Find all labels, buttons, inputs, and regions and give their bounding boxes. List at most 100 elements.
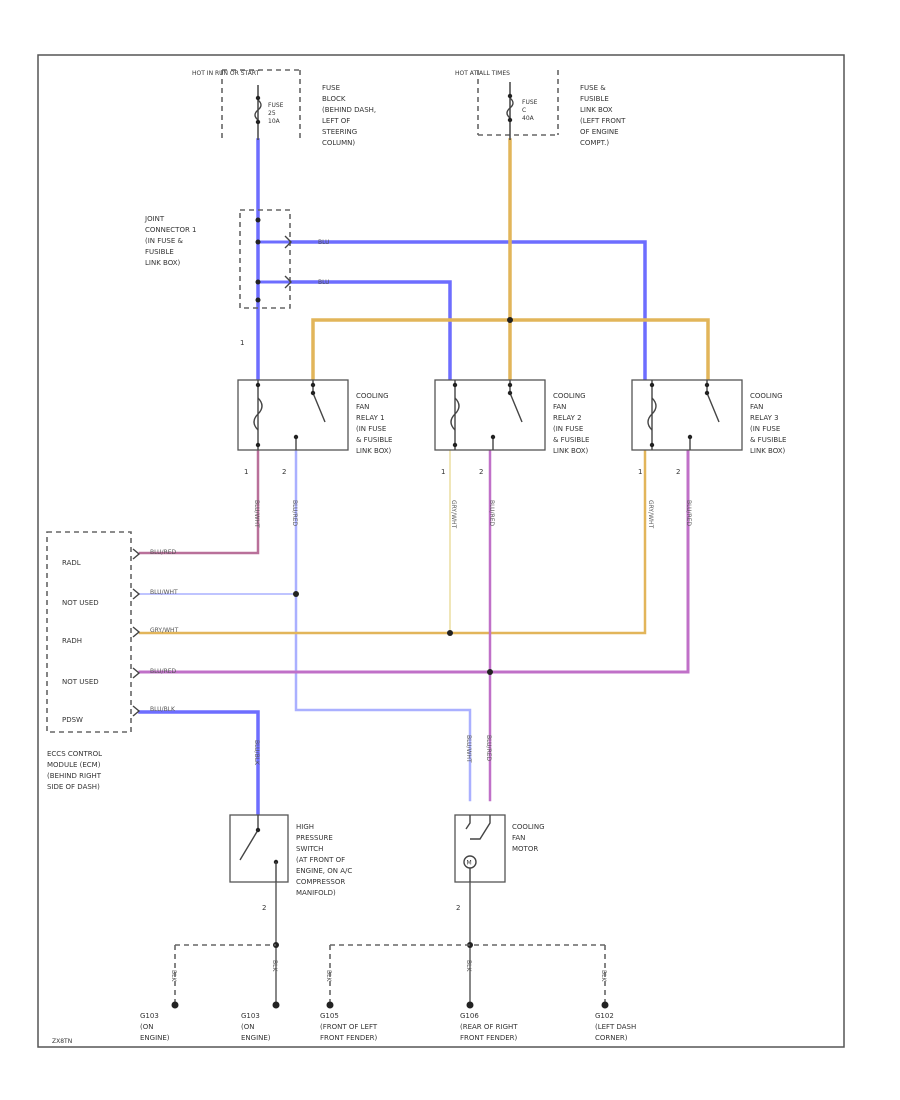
joint-wire-2-label: BLU [318, 279, 330, 286]
motor-label-line: MOTOR [512, 845, 538, 853]
relay-label-line: COOLING [750, 392, 783, 400]
ground-label-line: CORNER) [595, 1034, 628, 1042]
wire-relay1-radl [138, 448, 260, 555]
fuse-block-label-line: FUSE [322, 84, 340, 92]
ecm-pin-name: NOT USED [62, 678, 99, 686]
joint-label-line: JOINT [144, 215, 165, 223]
relay-pin-a: 1 [638, 468, 642, 476]
pressure-switch-label-line: (AT FRONT OF [296, 856, 345, 864]
ground-wire-label: BLK [600, 970, 607, 982]
relay-label-line: FAN [750, 403, 763, 411]
motor-label-line: FAN [512, 834, 525, 842]
diagram-frame [37, 54, 845, 1048]
pressure-switch-label-line: ENGINE, ON A/C [296, 867, 352, 875]
joint-wire-1-label: BLU [318, 239, 330, 246]
relay-label-line: LINK BOX) [553, 447, 589, 455]
ground-label-line: (LEFT DASH [595, 1023, 636, 1031]
wire-pdsw [138, 710, 260, 817]
motor-label-line: COOLING [512, 823, 545, 831]
ground-label-line: ENGINE) [241, 1034, 271, 1042]
pressure-switch-label-line: MANIFOLD) [296, 889, 336, 897]
fusible-link-box-label-line: FUSE & [580, 84, 606, 92]
motor-pin-label: 2 [456, 904, 460, 912]
ecm-label-line: (BEHIND RIGHT [47, 772, 102, 780]
ecm-pin-name: RADH [62, 637, 82, 645]
fuse-block-label-line: COLUMN) [322, 139, 355, 147]
fusible-link-box-label-line: FUSIBLE [580, 95, 609, 103]
ground-icon [601, 1001, 609, 1009]
switch-pin-label: 2 [262, 904, 266, 912]
wire-joint-to-relay3 [288, 240, 647, 387]
ecm-pin: RADL BLU/RED [62, 548, 177, 567]
relay-label-line: RELAY 3 [750, 414, 779, 422]
wire-joint-to-relay2 [288, 280, 452, 387]
relay-coil [450, 397, 460, 431]
fuse-c: HOT AT ALL TIMES FUSE C 40A FUSE & FUSIBL… [455, 70, 626, 147]
relay-label-line: LINK BOX) [356, 447, 392, 455]
relay-wire-labels: GRY/WHT BLU/RED [450, 500, 495, 529]
joint-label-line: FUSIBLE [145, 248, 174, 256]
relay-label-line: & FUSIBLE [750, 436, 786, 444]
ground-label-line: G103 [140, 1012, 159, 1020]
ground-label-line: G103 [241, 1012, 260, 1020]
relay-label-line: COOLING [553, 392, 586, 400]
relay-label-line: RELAY 1 [356, 414, 385, 422]
relay-pin-a: 1 [244, 468, 248, 476]
svg-text:10A: 10A [268, 118, 281, 125]
ecm-pin-name: PDSW [62, 716, 83, 724]
relay-pin-b: 2 [282, 468, 286, 476]
relay-label-line: & FUSIBLE [356, 436, 392, 444]
relay-wire-a-label: GRY/WHT [450, 500, 457, 529]
svg-text:FUSE: FUSE [268, 102, 284, 109]
fuse-symbol [254, 99, 262, 121]
junctions [273, 317, 513, 948]
ecm-wire-label: BLU/RED [150, 549, 177, 556]
ground-label-line: ENGINE) [140, 1034, 170, 1042]
ground-wire-label: BLK [325, 970, 332, 982]
relay-label-line: COOLING [356, 392, 389, 400]
fuse-block-label-line: (BEHIND DASH, [322, 106, 376, 114]
relay-wire-b-label: BLU/RED [291, 500, 298, 527]
ground-bus: BLKG103(ONENGINE)G103(ONENGINE)BLKG105(F… [140, 944, 636, 1042]
ecm-pin-name: RADL [62, 559, 81, 567]
pressure-switch-label-line: COMPRESSOR [296, 878, 345, 886]
motor-ground-wire-label: BLK [465, 960, 472, 972]
motor-wire-left-label: BLU/WHT [465, 735, 472, 763]
relay-coil [253, 397, 263, 431]
pressure-switch-label-line: HIGH [296, 823, 314, 831]
svg-text:FUSE: FUSE [522, 99, 538, 106]
relay-coil [647, 397, 657, 431]
ecm-wire-label: BLU/WHT [150, 589, 178, 596]
relay-label-line: RELAY 2 [553, 414, 582, 422]
switch-wire-label: BLU/BLK [253, 740, 260, 766]
svg-text:C: C [522, 107, 526, 114]
relays: 1 2 COOLING FAN RELAY 1 (IN FUSE & FUSIBLE LINK… [237, 379, 786, 529]
ecm-label-line: ECCS CONTROL [47, 750, 102, 758]
wire-relay3-out [138, 448, 690, 674]
joint-label-line: (IN FUSE & [145, 237, 183, 245]
hot-all-times-label: HOT AT ALL TIMES [455, 70, 510, 77]
relay-label-line: (IN FUSE [750, 425, 780, 433]
ground-label-line: G102 [595, 1012, 614, 1020]
svg-text:40A: 40A [522, 115, 535, 122]
svg-text:M: M [467, 860, 472, 867]
ground-label-line: FRONT FENDER) [460, 1034, 517, 1042]
ground-label-line: (REAR OF RIGHT [460, 1023, 518, 1031]
ground-label-line: (FRONT OF LEFT [320, 1023, 378, 1031]
relay-pin-a: 1 [441, 468, 445, 476]
fuse-symbol [506, 97, 514, 119]
relay-wire-b-label: BLU/RED [488, 500, 495, 527]
